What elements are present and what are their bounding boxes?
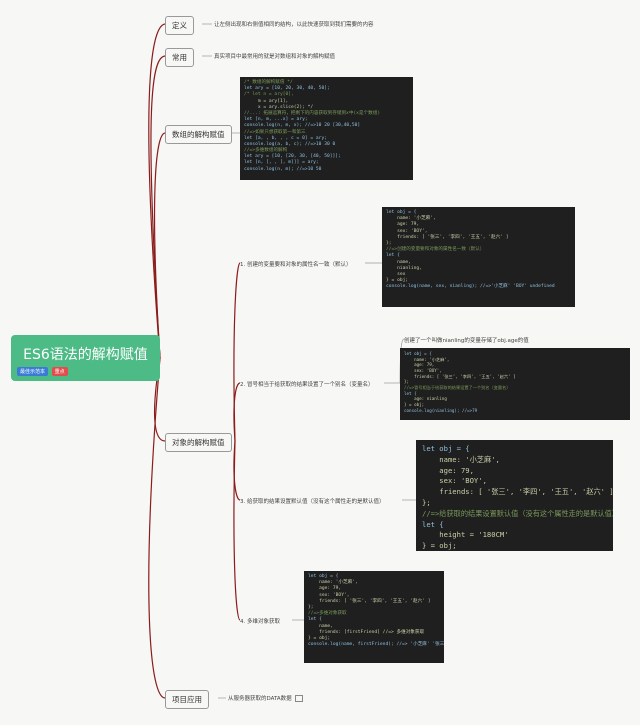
definition-text: 让左侧出现和右侧值相同的结构，以此快速获取到我们需要的内容: [214, 22, 374, 28]
object-sub-4[interactable]: 4. 多维对象获取: [240, 619, 280, 625]
object-sub-2-note: 创建了一个叫做nianling的变量存储了obj.age的值: [404, 338, 529, 344]
code-line: };: [386, 240, 392, 246]
code-line: m = ary[1],: [244, 98, 289, 104]
array-code-block: /* 数组的解构赋值 */let ary = [10, 20, 30, 40, …: [240, 77, 413, 180]
object-sub-2[interactable]: 2. 冒号相当于给获取的结果设置了一个别名（变量名）: [240, 382, 374, 388]
object-sub-1[interactable]: 1. 创建的变量要和对象的属性名一致（默认）: [240, 262, 352, 268]
code-line: age: 79,: [404, 362, 435, 368]
code-line: friends: [ '张三', '李四', '王五', '赵六' ]: [308, 598, 431, 604]
code-line: age: 79,: [308, 586, 342, 592]
code-line: } = obj;: [308, 635, 331, 641]
code-line: friends: [firstFriend] //=> 多维对象获取: [308, 629, 425, 635]
object-code-2: let obj = { name: '小芝麻', age: 79, sex: '…: [400, 348, 630, 420]
code-line: //=>冒号相当于给获取的结果设置了一个别名（变量名）: [404, 385, 511, 391]
code-line: };: [404, 379, 410, 385]
code-line: };: [308, 604, 314, 610]
code-line: age: nianling: [404, 396, 447, 402]
code-line: sex: 'BOY',: [422, 476, 487, 486]
topic-object[interactable]: 对象的解构赋值: [165, 433, 232, 452]
code-line: let obj = {: [386, 210, 417, 215]
object-code-4: let obj = { name: '小芝麻', age: 79, sex: '…: [304, 571, 444, 663]
code-line: //=>创建的变量要和对象的属性名一致（默认）: [386, 247, 485, 253]
code-line: name: '小芝麻',: [404, 356, 450, 362]
code-line: height = '180CM': [422, 530, 509, 540]
code-line: sex: 'BOY',: [386, 228, 428, 234]
code-line: name: '小芝麻',: [386, 216, 436, 222]
code-line: let obj = {: [308, 574, 339, 579]
root-topic[interactable]: ES6语法的解构赋值 最佳示范本 重点: [11, 335, 160, 381]
code-line: //=>多维对象获取: [308, 611, 347, 617]
code-line: friends: [ '张三', '李四', '王五', '赵六' ]: [404, 373, 516, 379]
code-line: /* let n = ary[0],: [244, 92, 294, 98]
code-line: //=>给获取的结果设置默认值（没有这个属性走的是默认值）: [422, 508, 613, 518]
project-text-label: 从服务器获取的DATA数据: [228, 696, 292, 702]
code-line: console.log(nianling); //=>79: [404, 407, 478, 413]
code-line: name: '小芝麻',: [422, 454, 500, 464]
root-tags: 最佳示范本 重点: [17, 367, 70, 376]
code-line: name,: [386, 259, 411, 265]
code-line: } = obj;: [404, 402, 425, 408]
code-line: x = ary.slice(2); */: [244, 104, 314, 110]
code-line: console.log(n, m, x); //=>10 20 [30,40,5…: [244, 123, 361, 129]
topic-common[interactable]: 常用: [165, 48, 194, 67]
code-line: //...: 拓展运算符，把剩下的内容获取到存储到x中(x是个数组): [244, 110, 381, 116]
code-line: let {: [404, 390, 417, 396]
topic-array[interactable]: 数组的解构赋值: [165, 125, 232, 144]
code-line: console.log(a, b, c); //=>10 30 0: [244, 141, 336, 147]
code-line: } = obj;: [422, 541, 457, 551]
code-line: name: '小芝麻',: [308, 580, 358, 586]
code-line: console.log(name, firstFriend); //=> '小芝…: [308, 642, 444, 648]
object-sub-3[interactable]: 3. 给获取的结果设置默认值（没有这个属性走的是默认值）: [240, 499, 385, 505]
topic-definition[interactable]: 定义: [165, 16, 194, 35]
code-line: let {: [422, 519, 444, 529]
code-line: let [n, [, , [, m]]] = ary;: [244, 160, 319, 166]
code-line: console.log(name, sex, nianling); //=>'小…: [386, 284, 555, 290]
project-text: 从服务器获取的DATA数据: [228, 694, 303, 702]
root-title: ES6语法的解构赋值: [23, 347, 148, 363]
object-code-1: let obj = { name: '小芝麻', age: 79, sex: '…: [382, 207, 575, 307]
code-line: name,: [308, 623, 333, 629]
code-line: friends: [ '张三', '李四', '王五', '赵六' ]: [386, 234, 509, 240]
topic-project[interactable]: 项目应用: [165, 690, 209, 709]
common-text: 真实项目中最常用的就是对数组和对象的解构赋值: [214, 54, 336, 60]
code-line: friends: [ '张三', '李四', '王五', '赵六' ]: [422, 487, 613, 497]
code-line: sex: 'BOY',: [404, 368, 442, 374]
code-line: let {: [308, 617, 322, 623]
code-line: sex: 'BOY',: [308, 592, 350, 598]
code-line: nianling,: [386, 265, 422, 271]
code-line: let ary = [10, 20, 30, 40, 50];: [244, 86, 330, 92]
code-line: age: 79,: [386, 222, 420, 228]
code-line: let {: [386, 253, 400, 259]
note-icon[interactable]: [294, 695, 303, 702]
code-line: let obj = {: [404, 351, 432, 356]
code-line: let [a, , b, , , c = 0] = ary;: [244, 135, 327, 141]
code-line: let ary = [10, [20, 30, [40, 50]]];: [244, 154, 341, 160]
tag-label: 重点: [51, 367, 68, 376]
code-line: let obj = {: [422, 444, 470, 453]
object-code-3: let obj = { name: '小芝麻', age: 79, sex: '…: [416, 440, 613, 551]
code-line: } = obj;: [386, 278, 409, 284]
code-line: };: [422, 497, 431, 507]
code-line: //=>多维数组的解构: [244, 148, 288, 154]
code-line: age: 79,: [422, 465, 474, 475]
code-line: let [n, m, ...x] = ary;: [244, 117, 308, 123]
code-line: sex: [386, 271, 406, 277]
code-line: /* 数组的解构赋值 */: [244, 80, 293, 85]
code-line: console.log(n, m); //=>10 50: [244, 166, 322, 172]
tag-label: 最佳示范本: [17, 367, 49, 376]
code-line: //=>如果只想获取第一和第三: [244, 129, 306, 135]
